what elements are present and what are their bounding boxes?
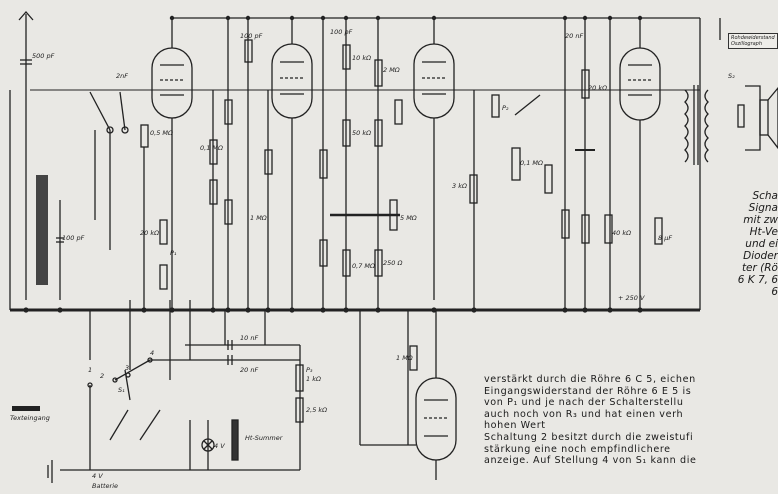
label-r-05: 0,5 MΩ [150, 129, 173, 137]
label-hv: + 250 V [618, 294, 645, 302]
label-c-input: 500 pF [32, 52, 55, 60]
label-sw-2: 2 [100, 372, 104, 380]
label-c-2nf: 2nF [116, 72, 128, 80]
label-sw-3: 3 [125, 364, 129, 372]
label-r-07: 0,7 MΩ [352, 262, 375, 270]
junction-dots [23, 15, 643, 313]
input-coil [36, 175, 48, 285]
label-lamp: 4 V [214, 442, 225, 450]
label-r-10k: 10 kΩ [352, 54, 371, 62]
antenna-symbol [18, 11, 34, 36]
label-p2: P₂ [502, 104, 509, 112]
cap-20nf [227, 355, 233, 365]
article-body-text: verstärkt durch die Röhre 6 C 5, eichen … [484, 374, 778, 467]
body-line: auch noch von R₃ und hat einen verh [484, 408, 684, 420]
input-capacitor [20, 59, 32, 65]
label-c-top2: 100 pF [330, 28, 353, 36]
speaker-symbol [759, 86, 778, 150]
tube-1 [151, 47, 193, 119]
body-line: von P₁ und je nach der Schalterstellu [484, 397, 684, 409]
label-c-top3: 20 nF [565, 32, 583, 40]
label-r-1m: 1 MΩ [250, 214, 267, 222]
label-c-8uf: 8 µF [658, 234, 672, 242]
label-c-top1: 100 pF [240, 32, 263, 40]
body-line: anzeige. Auf Stellung 4 von S₁ kann die [484, 455, 697, 467]
label-r-2m: 2 MΩ [383, 66, 400, 74]
cap-10nf [227, 340, 233, 350]
label-summer: Ht-Summer [245, 434, 284, 442]
label-sw-4: 4 [150, 349, 154, 357]
label-r-5m: 5 MΩ [400, 214, 417, 222]
label-r-25k: 2,5 kΩ [306, 406, 327, 414]
body-line: hohen Wert [484, 420, 546, 432]
switch-s2 [109, 409, 161, 441]
switch-s1 [87, 357, 153, 401]
tube-2 [271, 43, 313, 119]
ht-summer [231, 419, 239, 461]
label-r-01m: 0,1 MΩ [520, 159, 543, 167]
output-box-label: Rohdewiderstand Oszillograph [728, 33, 778, 49]
tube-4 [619, 47, 661, 121]
bandswitch [89, 91, 129, 250]
label-p3: P₃ [306, 366, 313, 374]
label-c-100: 100 pF [62, 234, 85, 242]
body-line: verstärkt durch die Röhre 6 C 5, eichen [484, 374, 696, 385]
label-battery-v: 4 V [92, 472, 103, 480]
label-sw-1: 1 [88, 366, 92, 374]
label-s2: S₂ [728, 72, 735, 80]
label-p1: P₁ [170, 249, 177, 257]
label-r-40k: 40 kΩ [612, 229, 631, 237]
label-r-3k: 3 kΩ [452, 182, 467, 190]
label-s1: S₁ [118, 386, 125, 394]
label-c-20nf: 20 nF [240, 366, 258, 374]
label-p3-val: 1 kΩ [306, 375, 321, 383]
label-battery: Batterie [92, 482, 118, 490]
label-input: Texteingang [10, 414, 50, 422]
tube-3 [413, 43, 455, 119]
body-line: stärkung eine noch empfindlichere [484, 443, 671, 455]
label-tube-r: 1 MΩ [396, 354, 413, 362]
body-line: Eingangswiderstand der Röhre 6 E 5 is [484, 385, 692, 397]
figure-caption: Scha Signa mit zw Ht-Ve und ei Dioder te… [737, 190, 778, 298]
tube-indicator [415, 377, 457, 461]
battery-symbol [47, 460, 53, 483]
body-line: Schaltung 2 besitzt durch die zweistufi [484, 431, 694, 443]
label-c-10nf: 10 nF [240, 334, 258, 342]
label-r-20k2: 20 kΩ [588, 84, 607, 92]
cap-100pf [56, 237, 64, 243]
label-r-01: 0,1 MΩ [200, 144, 223, 152]
label-r-250: 250 Ω [383, 259, 402, 267]
label-r-50k: 50 kΩ [352, 129, 371, 137]
output-transformer [684, 85, 709, 165]
label-r-20k: 20 kΩ [140, 229, 159, 237]
